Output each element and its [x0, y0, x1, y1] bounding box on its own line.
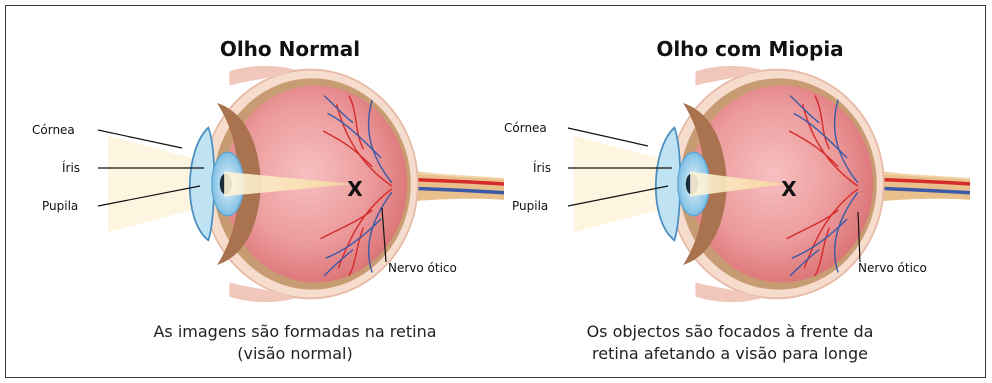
label-cornea-normal: Córnea: [32, 123, 75, 137]
caption-myopia-line1: Os objectos são focados à frente da: [510, 321, 950, 343]
label-nerve-myopia: Nervo ótico: [858, 261, 927, 275]
caption-normal-line1: As imagens são formadas na retina: [75, 321, 515, 343]
caption-myopia-line2: retina afetando a visão para longe: [510, 343, 950, 365]
caption-normal: As imagens são formadas na retina (visão…: [75, 321, 515, 365]
label-nerve-normal: Nervo ótico: [388, 261, 457, 275]
label-pupil-normal: Pupila: [42, 199, 78, 213]
focus-mark-normal: X: [347, 177, 363, 201]
caption-myopia: Os objectos são focados à frente da reti…: [510, 321, 950, 365]
label-iris-myopia: Íris: [533, 160, 551, 175]
label-iris-normal: Íris: [62, 160, 80, 175]
label-cornea-myopia: Córnea: [504, 121, 547, 135]
label-pupil-myopia: Pupila: [512, 199, 548, 213]
focus-mark-myopia: X: [781, 177, 797, 201]
caption-normal-line2: (visão normal): [75, 343, 515, 365]
